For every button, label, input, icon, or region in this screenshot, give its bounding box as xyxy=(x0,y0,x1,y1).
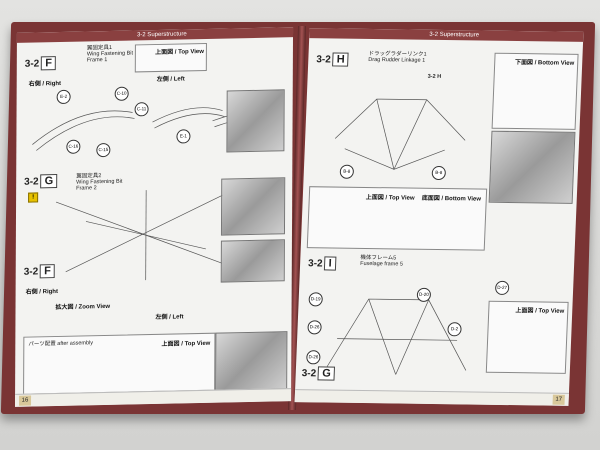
top-view-panel-right: 上面図 / Top View xyxy=(485,300,569,374)
step-3-2-h: 3-2 H xyxy=(316,52,350,67)
linkage-photo xyxy=(488,130,576,204)
top-bottom-view-panel: 上面図 / Top View 底面図 / Bottom View xyxy=(306,186,488,251)
assembly-photo-1 xyxy=(220,177,286,236)
part-d-27: D-27 xyxy=(494,280,510,296)
frame-assembly-diagram xyxy=(55,190,236,281)
after-assembly-panel: パーツ配置 after assembly 上面図 / Top View xyxy=(23,332,216,395)
top-view-inset: 上面図 / Top View xyxy=(134,42,207,73)
left-page: 3-2 Superstructure 3-2 F 翼固定具1 Wing Fast… xyxy=(15,27,294,407)
step-3-2-f: 3-2 F xyxy=(25,56,57,71)
fuselage-frame-diagram xyxy=(325,298,467,375)
view-label-right-small: 右側 / Right xyxy=(25,288,58,296)
right-page-footer: 17 xyxy=(294,389,569,406)
right-page: 3-2 Superstructure 3-2 H ドラッグラダーリンク1 Dra… xyxy=(294,28,584,406)
page-number-right: 17 xyxy=(552,394,565,405)
view-label-zoom: 拡大図 / Zoom View xyxy=(55,303,111,312)
final-assembly-photo xyxy=(215,331,288,391)
rudder-linkage-diagram xyxy=(334,98,466,170)
wing-frame-photo xyxy=(226,89,285,153)
step-3-2-f-second: 3-2 F xyxy=(24,264,55,279)
step-3-2-i: 3-2 I xyxy=(308,256,336,271)
view-label-left-small: 左側 / Left xyxy=(155,314,184,321)
instruction-booklet: 3-2 Superstructure 3-2 F 翼固定具1 Wing Fast… xyxy=(0,22,596,414)
header-title: 3-2 Superstructure xyxy=(136,31,187,39)
warning-icon: ! xyxy=(28,192,39,203)
step-h-subtitle: ドラッグラダーリンク1 Drag Rudder Linkage 1 xyxy=(368,50,427,64)
assembly-photo-2 xyxy=(220,239,285,283)
step-3-2-g-right: 3-2 G xyxy=(301,366,336,381)
step-i-subtitle: 機体フレーム5 Fuselage frame 5 xyxy=(360,254,404,268)
page-number-left: 16 xyxy=(19,395,32,406)
left-page-header: 3-2 Superstructure xyxy=(16,27,294,43)
bottom-view-panel: 下面図 / Bottom View xyxy=(491,52,579,130)
right-page-header: 3-2 Superstructure xyxy=(309,28,584,42)
